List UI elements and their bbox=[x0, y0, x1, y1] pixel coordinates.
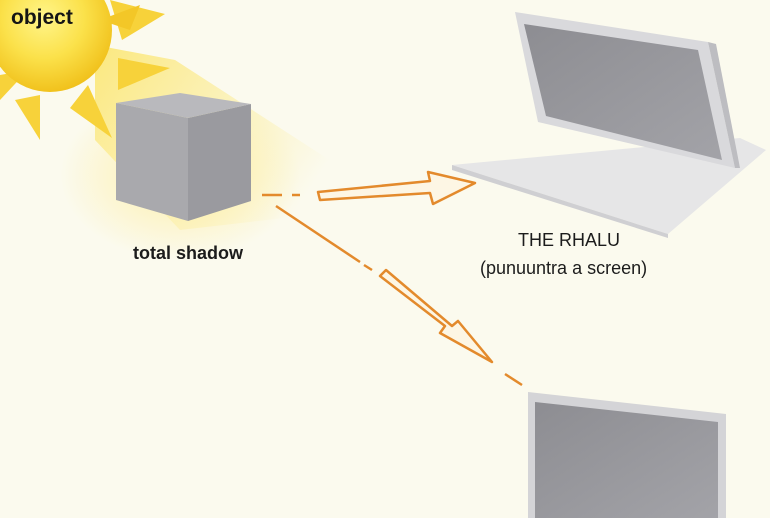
cube-label: total shadow bbox=[133, 243, 244, 263]
monitor-icon bbox=[528, 392, 726, 518]
sun-icon bbox=[0, 0, 170, 140]
sun-label: object bbox=[11, 6, 73, 29]
arrow-to-monitor bbox=[275, 204, 523, 387]
screen-title: THE RHALU bbox=[518, 230, 621, 250]
arrow-to-screen bbox=[262, 170, 477, 206]
cube-icon bbox=[116, 93, 251, 221]
laptop-screen-icon bbox=[452, 12, 766, 238]
screen-subtitle: (punuuntra a screen) bbox=[480, 258, 648, 278]
